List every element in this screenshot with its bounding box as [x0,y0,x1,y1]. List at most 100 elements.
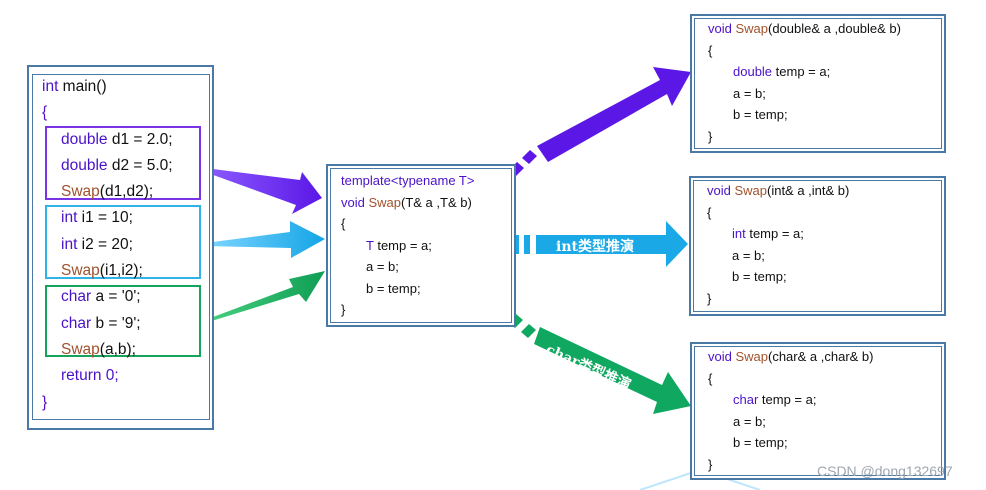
keyword-token: void [708,21,736,36]
int-call-highlight [45,205,201,279]
keyword-token: int [42,78,59,95]
code-line: a = b; [708,411,874,433]
int-instance-code: void Swap(int& a ,int& b){int temp = a;a… [707,180,849,309]
keyword-token: template<typename T> [341,173,475,188]
keyword-token: T [366,237,378,253]
keyword-token: double [61,156,108,174]
code-line: a = b; [707,245,849,267]
double-instance-inner [694,18,942,149]
code-line: { [341,213,474,235]
code-token: a = b; [732,247,765,263]
code-token: } [707,290,712,306]
code-line: template<typename T> [341,170,474,192]
char-call-highlight [45,285,201,357]
main-function-box [27,65,214,430]
code-token: d1 = 2.0; [107,130,173,148]
code-line: { [708,368,874,390]
code-line: int i1 = 10; [42,205,173,231]
keyword-token: void [707,183,735,198]
code-token: (char& a ,char& b) [768,349,874,364]
code-token: (d1,d2); [99,183,154,201]
code-token: b = temp; [733,107,788,122]
char-instance-inner [694,346,942,476]
code-line: } [708,454,874,476]
arrow-double-to-template [205,168,322,214]
code-line: } [341,299,474,321]
keyword-token: return 0; [61,367,119,385]
code-line: { [707,202,849,224]
code-token: b = '9'; [91,314,141,332]
keyword-token: char [733,392,762,407]
code-line: double d1 = 2.0; [42,127,173,153]
code-token: } [708,456,713,472]
code-token: { [708,42,713,58]
code-token: i1 = 10; [77,209,133,227]
code-line: b = temp; [708,104,901,126]
function-token: Swap [735,349,768,364]
keyword-token: char [61,314,92,332]
arrow-int-body [536,221,688,267]
code-line: double temp = a; [708,61,901,83]
watermark: CSDN @dong132697 [817,463,953,479]
function-token: Swap [735,21,768,36]
main-code: int main(){double d1 = 2.0;double d2 = 5… [42,74,173,416]
int-instance-inner [693,180,942,312]
double-instance-code: void Swap(double& a ,double& b) { double t… [708,18,901,147]
code-token: b = temp; [732,269,787,284]
code-line: double d2 = 5.0; [42,153,173,179]
code-token: { [707,204,712,220]
function-token: Swap [368,194,401,210]
double-call-highlight [45,126,201,200]
code-token: (a,b); [99,340,136,358]
code-line: a = b; [708,83,901,105]
double-instance-box [690,14,946,153]
code-line: int main() [42,74,173,100]
code-line: b = temp; [707,266,849,288]
function-token: Swap [61,340,100,358]
keyword-token: void [341,194,369,210]
code-token: } [708,128,713,144]
code-token: temp = a; [775,64,831,79]
code-line: void Swap(T& a ,T& b) [341,192,474,214]
code-token: (double& a ,double& b) [768,21,901,36]
keyword-token: } [42,393,48,411]
code-token: temp = a; [377,237,432,253]
code-token: a = b; [733,85,766,101]
code-line: char a = '0'; [42,284,173,310]
code-line: return 0; [42,363,173,389]
code-token: a = b; [366,259,399,274]
code-line: { [708,40,901,62]
code-token: { [708,370,713,386]
keyword-token: void [708,349,736,364]
code-token: { [341,216,346,231]
function-token: Swap [734,183,767,198]
code-line: char b = '9'; [42,311,173,337]
keyword-token: { [42,104,48,122]
code-line: T temp = a; [341,235,474,257]
code-token: (i1,i2); [99,262,143,280]
code-line: { [42,100,173,126]
dash-char-2 [521,324,536,338]
arrow-char-to-template [205,271,325,323]
code-token: a = '0'; [91,288,141,306]
code-token: temp = a; [749,226,804,241]
function-token: Swap [61,183,100,201]
code-line: } [708,126,901,148]
code-line: b = temp; [708,432,874,454]
code-line: b = temp; [341,278,474,300]
code-token: } [341,302,346,317]
code-line: a = b; [341,256,474,278]
int-instance-box [689,176,946,316]
keyword-token: int [732,226,750,241]
dash-int-1 [513,235,519,254]
keyword-token: char [61,288,92,306]
code-line: int temp = a; [707,223,849,245]
template-box [326,164,516,327]
arrow-double-body [537,67,691,162]
arrow-int-to-template [205,221,325,258]
code-token: b = temp; [366,280,421,296]
code-line: Swap(d1,d2); [42,179,173,205]
code-token: a = b; [733,413,766,429]
char-instance-code: void Swap(char& a ,char& b){char temp = … [708,346,874,475]
code-line: Swap(a,b); [42,337,173,363]
